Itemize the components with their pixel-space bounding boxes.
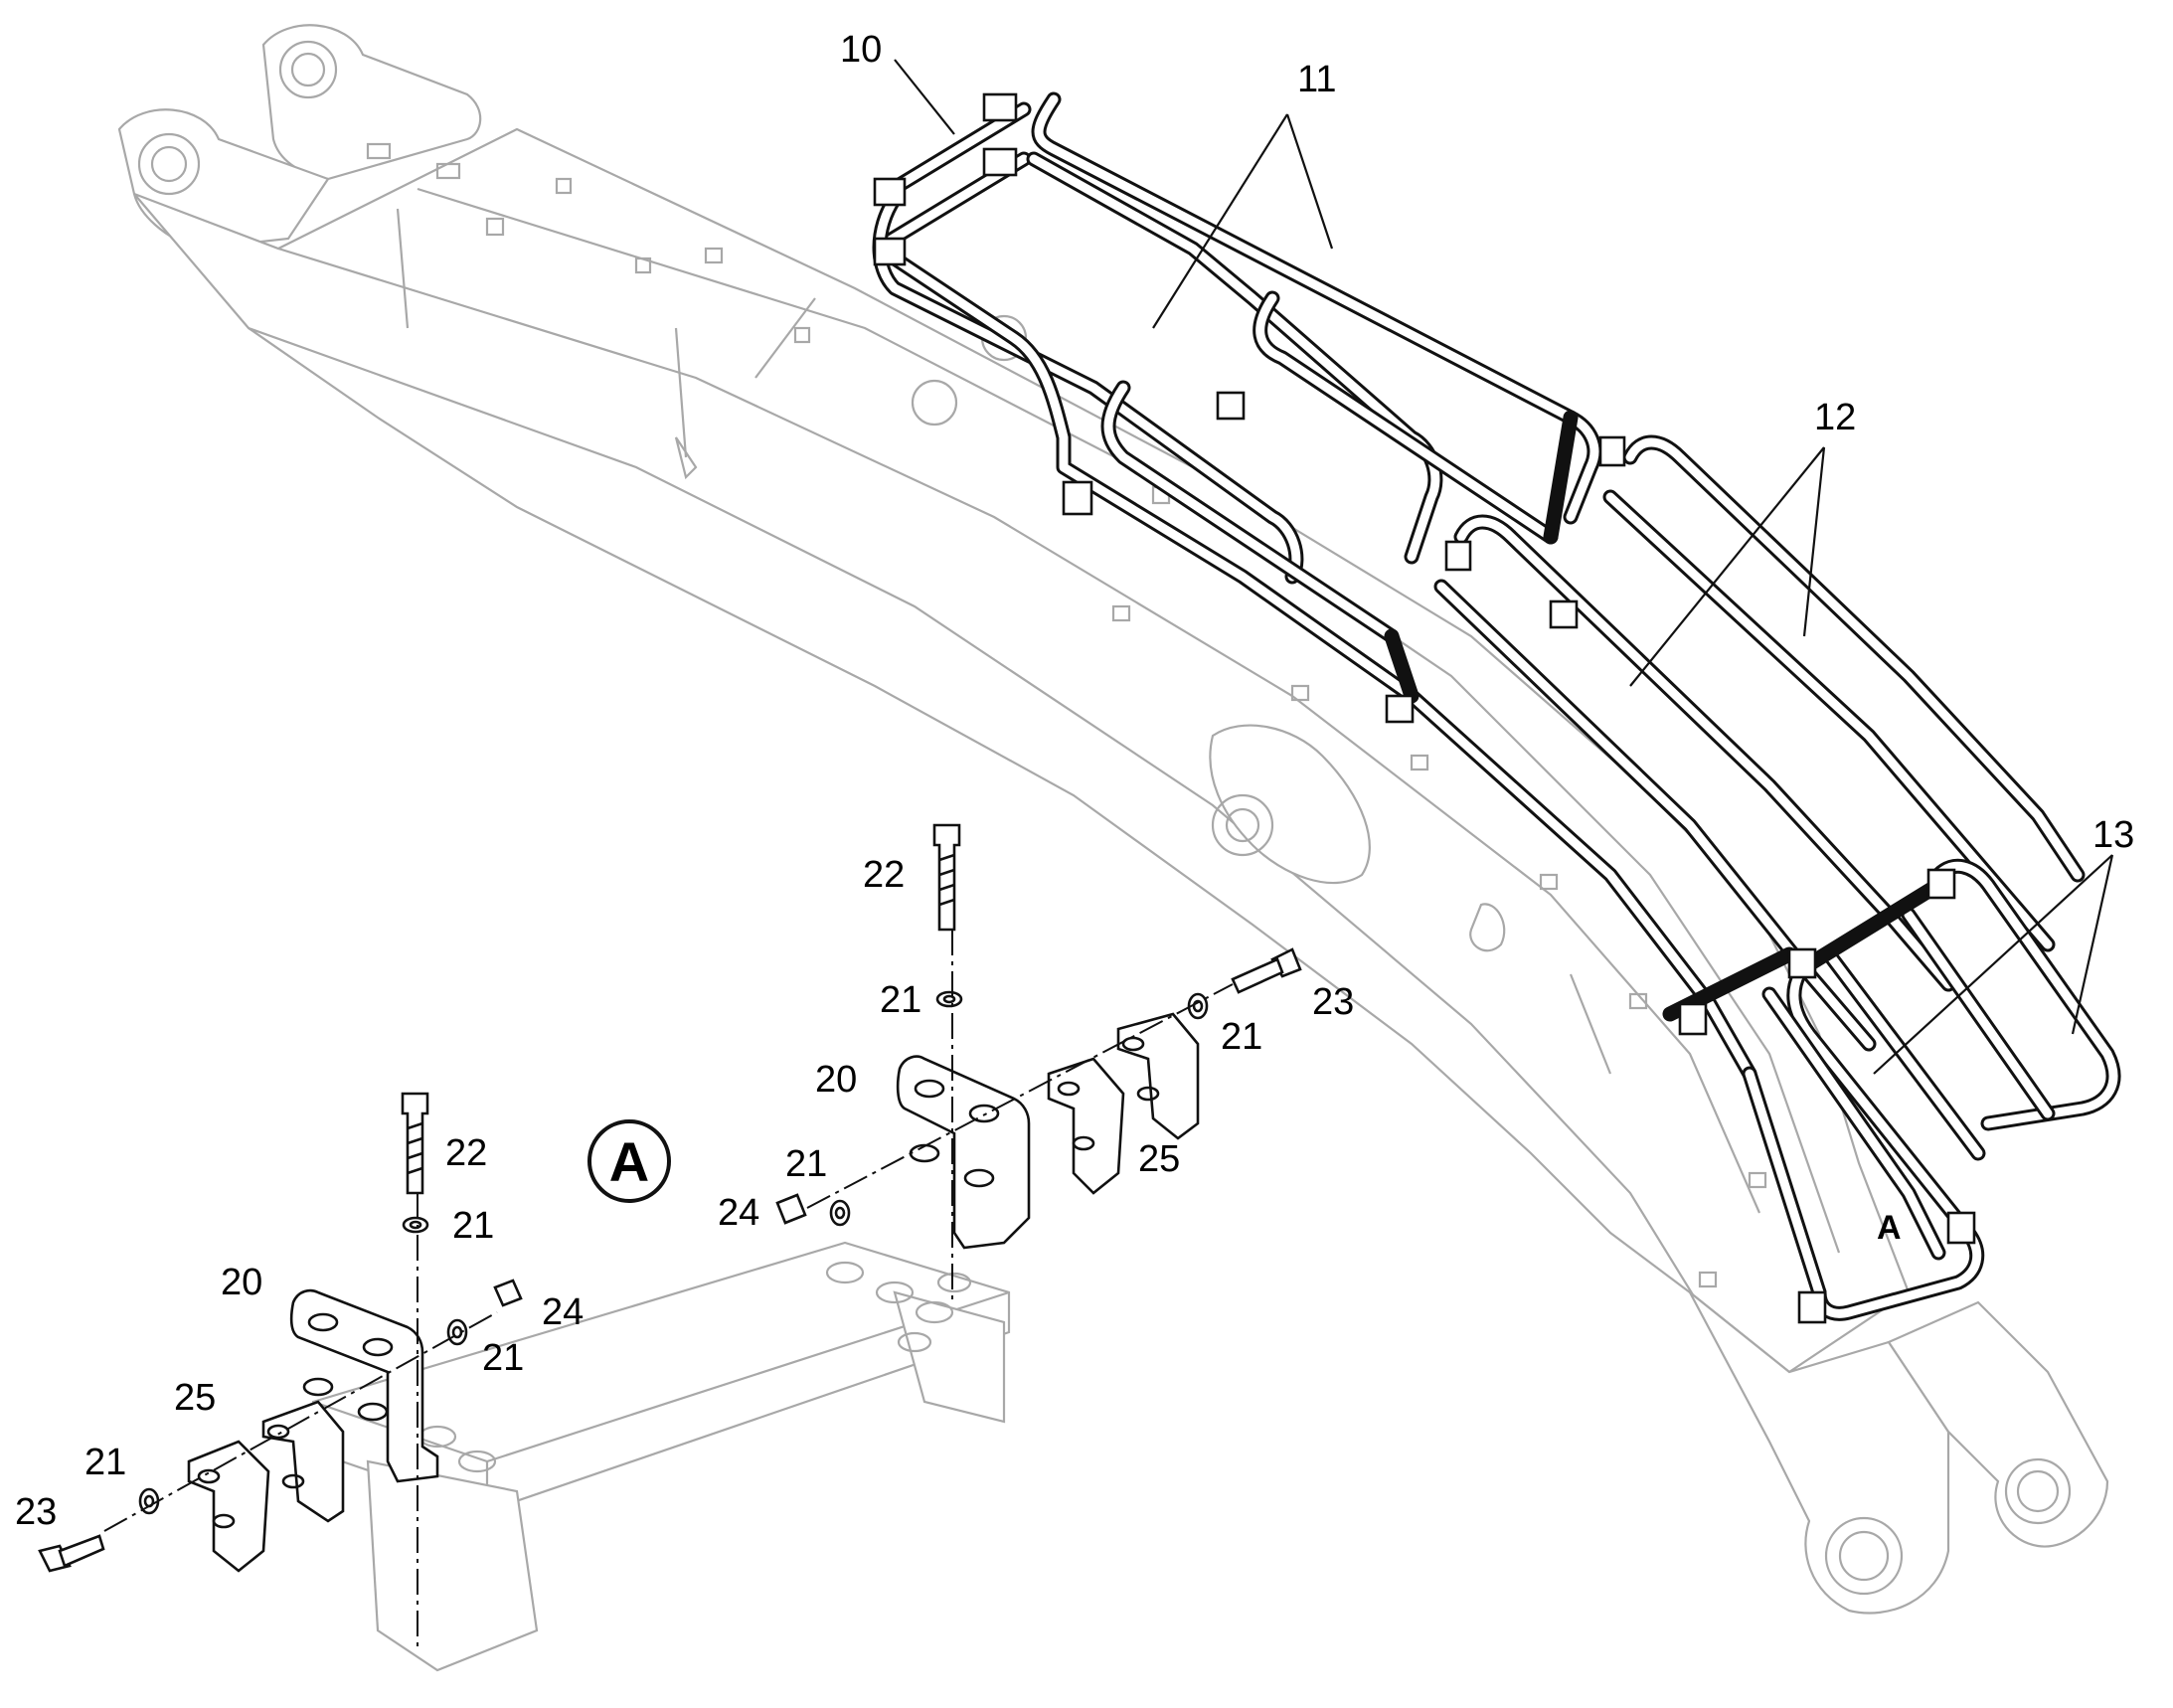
detail-a-badge-label: A <box>609 1130 649 1193</box>
callout-11: 11 <box>1297 59 1336 100</box>
callout-25-left: 25 <box>174 1377 216 1419</box>
detail-a-assembly <box>38 823 1302 1672</box>
callout-23-right: 23 <box>1312 981 1354 1023</box>
detail-a-marker: A <box>1877 1209 1902 1247</box>
callout-10: 10 <box>840 29 882 71</box>
boom-structure <box>117 24 2109 1615</box>
callout-13: 13 <box>2092 814 2134 856</box>
leader-lines <box>894 59 2114 1075</box>
callout-21-right-side: 21 <box>1221 1016 1262 1058</box>
hydraulic-piping <box>872 91 2121 1324</box>
callout-24-left: 24 <box>542 1291 584 1333</box>
callout-22-left: 22 <box>445 1132 487 1174</box>
callout-23-left: 23 <box>15 1491 57 1533</box>
callout-21-right-top: 21 <box>880 979 921 1021</box>
detail-a-badge: A <box>587 1119 671 1203</box>
callout-labels: 10 11 12 13 22 21 23 21 20 21 25 24 22 2… <box>15 29 2134 1533</box>
callout-21-left-bottom: 21 <box>84 1442 126 1483</box>
callout-21-right-bottom: 21 <box>785 1143 827 1185</box>
callout-20-left: 20 <box>221 1262 262 1303</box>
callout-21-left-top: 21 <box>452 1205 494 1247</box>
callout-20-right: 20 <box>815 1059 857 1101</box>
callout-21-left-side: 21 <box>482 1337 524 1379</box>
callout-24-right: 24 <box>718 1192 759 1234</box>
callout-25-right: 25 <box>1138 1138 1180 1180</box>
callout-22-right: 22 <box>863 854 905 896</box>
callout-12: 12 <box>1814 397 1856 438</box>
